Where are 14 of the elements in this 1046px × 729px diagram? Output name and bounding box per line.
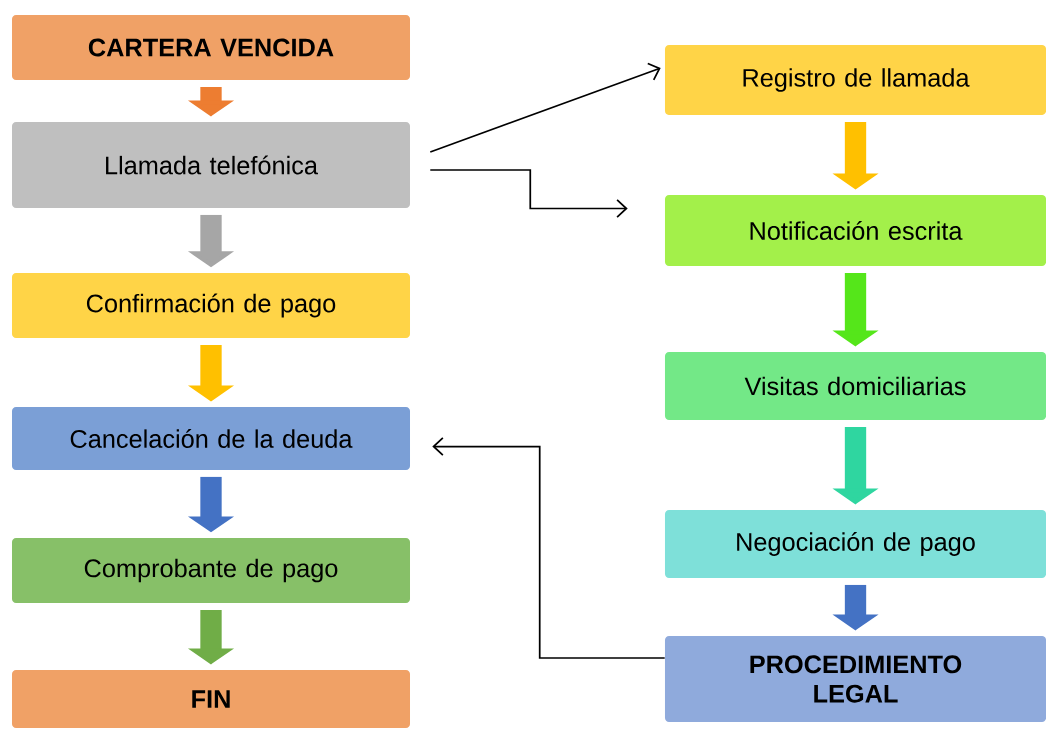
arrow	[432, 436, 666, 659]
arrow	[429, 62, 661, 153]
process-box: Llamada telefónica	[12, 122, 410, 208]
process-box: Registro de llamada	[664, 45, 1046, 115]
process-box: Visitas domiciliarias	[664, 352, 1046, 420]
process-box: PROCEDIMIENTO LEGAL	[664, 636, 1046, 722]
process-box: Negociación de pago	[664, 510, 1046, 578]
process-box: FIN	[12, 670, 410, 728]
process-box: Cancelación de la deuda	[12, 407, 410, 470]
arrow	[429, 169, 628, 219]
process-box: CARTERA VENCIDA	[12, 14, 410, 81]
process-box: Confirmación de pago	[12, 272, 410, 339]
process-box: Comprobante de pago	[12, 538, 410, 604]
process-box: Notificación escrita	[664, 195, 1046, 266]
